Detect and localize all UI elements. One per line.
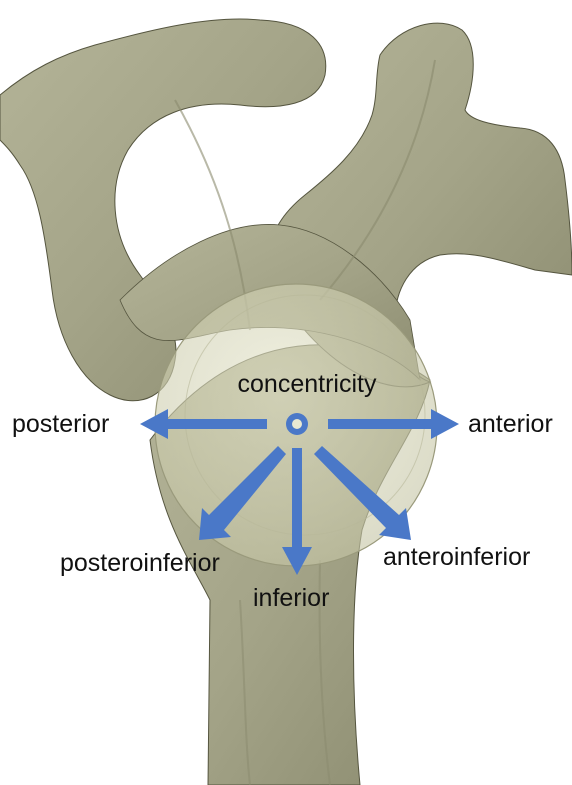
- concentricity-marker: [286, 413, 308, 435]
- label-anteroinferior: anteroinferior: [383, 543, 530, 571]
- label-posterior: posterior: [12, 410, 109, 438]
- label-inferior: inferior: [253, 584, 329, 612]
- label-concentricity: concentricity: [238, 370, 377, 398]
- label-posteroinferior: posteroinferior: [60, 549, 220, 577]
- label-anterior: anterior: [468, 410, 553, 438]
